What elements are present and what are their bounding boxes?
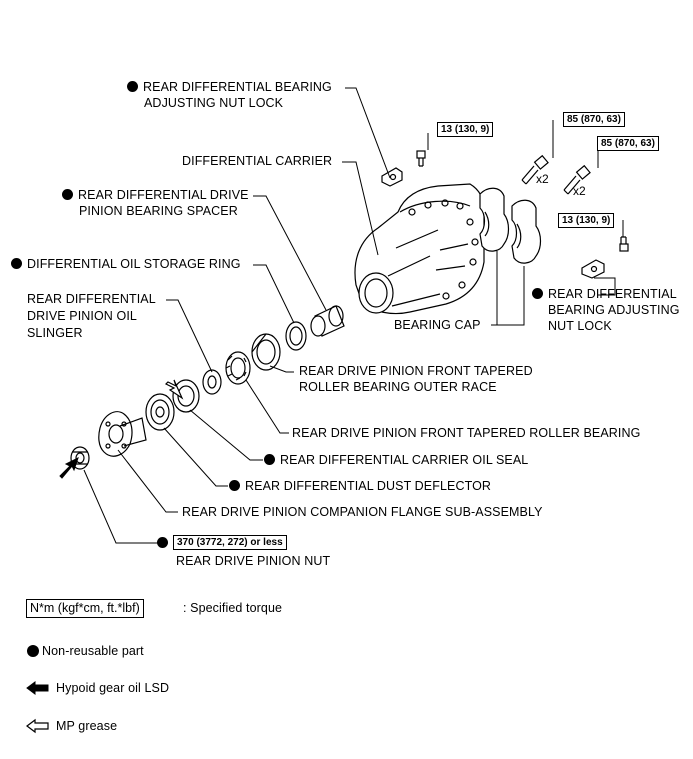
torque-lock-bolt-right: 13 (130, 9) [558, 213, 615, 228]
label-pinion-nut: REAR DRIVE PINION NUT [176, 554, 331, 568]
legend-mp-grease-text: MP grease [56, 719, 118, 733]
label-bearing-spacer-line2: PINION BEARING SPACER [79, 204, 238, 218]
label-nut-lock-right: REAR DIFFERENTIAL [532, 286, 677, 303]
torque-lock-bolt-top: 13 (130, 9) [437, 122, 494, 137]
label-outer-race-line2: ROLLER BEARING OUTER RACE [299, 380, 497, 394]
label-oil-slinger-line2: DRIVE PINION OIL [27, 309, 137, 323]
legend-non-reusable-text: Non-reusable part [42, 644, 144, 658]
quantity-cap-bolt-1: x2 [536, 172, 549, 186]
label-bearing-spacer: REAR DIFFERENTIAL DRIVE [62, 187, 249, 204]
non-reusable-icon [229, 480, 240, 491]
label-bearing-cap: BEARING CAP [394, 318, 481, 332]
dust-deflector-drawing [145, 393, 175, 431]
non-reusable-icon [127, 81, 138, 92]
label-differential-carrier: DIFFERENTIAL CARRIER [182, 154, 333, 168]
legend-torque-box: N*m (kgf*cm, ft.*lbf) [26, 599, 144, 618]
front-bearing-drawing [225, 351, 251, 385]
label-companion-flange: REAR DRIVE PINION COMPANION FLANGE SUB-A… [182, 505, 543, 519]
label-nut-lock-right-line2: BEARING ADJUSTING [548, 303, 680, 317]
non-reusable-icon [62, 189, 73, 200]
label-dust-deflector: REAR DIFFERENTIAL DUST DEFLECTOR [229, 478, 491, 495]
oil-storage-ring-drawing [285, 321, 307, 351]
label-oil-seal: REAR DIFFERENTIAL CARRIER OIL SEAL [264, 452, 528, 469]
label-nut-lock-top: REAR DIFFERENTIAL BEARING [127, 79, 332, 96]
oil-seal-drawing [172, 379, 200, 413]
lock-bolt-top-drawing [416, 150, 426, 167]
outer-race-drawing [251, 333, 281, 371]
lock-bolt-right-drawing [619, 236, 629, 252]
label-front-bearing: REAR DRIVE PINION FRONT TAPERED ROLLER B… [292, 426, 641, 440]
label-nut-lock-right-line3: NUT LOCK [548, 319, 612, 333]
label-pinion-nut-torque [157, 535, 173, 552]
label-oil-slinger: REAR DIFFERENTIAL [27, 292, 156, 306]
torque-pinion-nut: 370 (3772, 272) or less [173, 535, 287, 550]
torque-cap-bolt-2: 85 (870, 63) [597, 136, 659, 151]
non-reusable-icon [532, 288, 543, 299]
label-oil-storage-ring: DIFFERENTIAL OIL STORAGE RING [11, 256, 241, 273]
torque-cap-bolt-1: 85 (870, 63) [563, 112, 625, 127]
mp-grease-arrow-on-seal [164, 379, 184, 400]
nut-lock-top-drawing [381, 167, 403, 187]
quantity-cap-bolt-2: x2 [573, 184, 586, 198]
mp-grease-legend-icon [26, 718, 49, 734]
non-reusable-icon [264, 454, 275, 465]
label-oil-slinger-line3: SLINGER [27, 326, 83, 340]
oil-slinger-drawing [202, 369, 222, 395]
label-nut-lock-top-line2: ADJUSTING NUT LOCK [144, 96, 284, 110]
cap-bolt-2-drawing [563, 164, 591, 195]
hypoid-oil-arrow-on-nut [59, 457, 79, 479]
non-reusable-icon [11, 258, 22, 269]
bearing-cap-drawing [479, 187, 542, 264]
companion-flange-drawing [98, 411, 147, 457]
differential-carrier-drawing [354, 183, 485, 315]
legend-torque-text: : Specified torque [183, 601, 283, 615]
hypoid-oil-legend-icon [26, 681, 49, 695]
non-reusable-icon [157, 537, 168, 548]
non-reusable-legend-icon [27, 645, 39, 657]
legend-hypoid-text: Hypoid gear oil LSD [56, 681, 170, 695]
cap-bolt-1-drawing [521, 154, 549, 185]
label-outer-race: REAR DRIVE PINION FRONT TAPERED [299, 364, 533, 378]
leader-lines [83, 87, 624, 544]
nut-lock-right-drawing [581, 259, 605, 279]
bearing-spacer-drawing [310, 305, 345, 337]
